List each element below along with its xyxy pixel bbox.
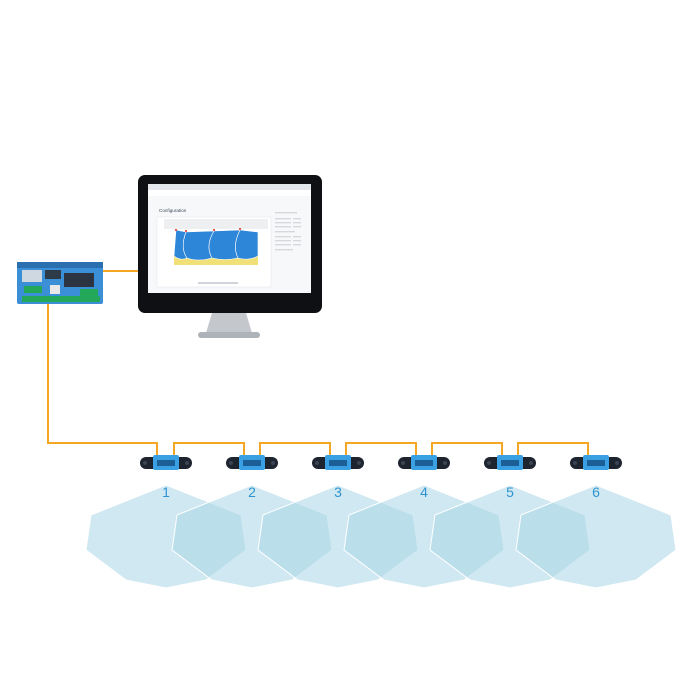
sensor-lens [157, 460, 175, 466]
sensor-1[interactable] [140, 455, 192, 470]
sensor-3[interactable] [312, 455, 364, 470]
board-edge [17, 262, 103, 268]
sensor-lens [501, 460, 519, 466]
mount-hole [443, 461, 447, 465]
mount-hole [143, 461, 147, 465]
chart-top-band [164, 219, 268, 229]
mount-hole [573, 461, 577, 465]
sensor-link-cable [173, 442, 245, 458]
monitor-stand-neck [206, 313, 252, 333]
controller-to-sensor-cable [47, 302, 158, 460]
sensor-number-label: 5 [506, 484, 514, 500]
sensor-link-cable [345, 442, 417, 458]
chart-coverage-area [173, 229, 259, 261]
sensor-number-label: 3 [334, 484, 342, 500]
detection-zone [515, 484, 677, 589]
mount-hole [229, 461, 233, 465]
mount-hole [615, 461, 619, 465]
mount-hole [315, 461, 319, 465]
mount-hole [401, 461, 405, 465]
screen-heading: Configuration [159, 208, 187, 213]
sensor-lens [415, 460, 433, 466]
sensor-link-cable [431, 442, 503, 458]
sensor-chain: 1 2 3 4 5 6 [140, 455, 622, 500]
monitor-stand-base [198, 332, 260, 338]
monitor[interactable]: Configuration [138, 175, 322, 338]
board-terminal-block [80, 289, 98, 296]
sensor-lens [587, 460, 605, 466]
sensor-link-cable [259, 442, 331, 458]
sensor-number-label: 6 [592, 484, 600, 500]
sensor-lens [243, 460, 261, 466]
board-chip [22, 270, 42, 282]
sensor-number-label: 4 [420, 484, 428, 500]
screen-scrollbar [198, 282, 238, 284]
board-terminal-block [24, 286, 42, 293]
mount-hole [529, 461, 533, 465]
board-connector [45, 270, 61, 279]
chart-sensor-markers [174, 227, 242, 233]
mount-hole [487, 461, 491, 465]
sensor-number-label: 1 [162, 484, 170, 500]
sensor-link-cable [517, 442, 589, 458]
board-port [50, 285, 60, 294]
sensor-6[interactable] [570, 455, 622, 470]
sensor-5[interactable] [484, 455, 536, 470]
sensor-number-label: 2 [248, 484, 256, 500]
sensor-4[interactable] [398, 455, 450, 470]
mount-hole [185, 461, 189, 465]
controller-board[interactable] [17, 262, 103, 304]
screen-navbar [148, 190, 311, 196]
sensor-2[interactable] [226, 455, 278, 470]
board-terminal-strip [22, 296, 100, 302]
screen-titlebar [148, 184, 311, 190]
mount-hole [271, 461, 275, 465]
mount-hole [357, 461, 361, 465]
board-display [64, 273, 94, 287]
chart-floor-area [174, 256, 258, 265]
screen-sidebar-rows [275, 212, 301, 251]
detection-zones [85, 484, 677, 589]
sensor-lens [329, 460, 347, 466]
daisy-chain-cabling [47, 270, 589, 460]
